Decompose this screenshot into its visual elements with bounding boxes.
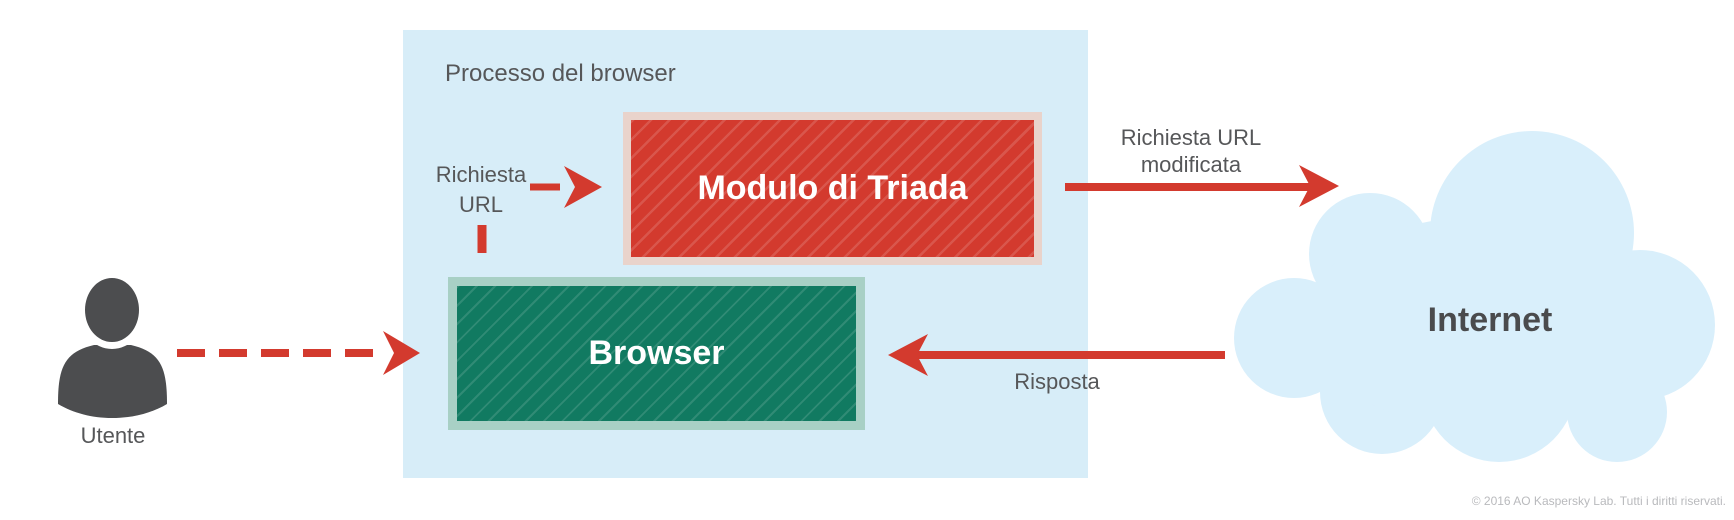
modified-request-label-line2: modificata [1140,152,1242,177]
user-to-browser-arrow [177,331,420,375]
request-url-label-line2: URL [458,192,503,217]
modified-request-label: Richiesta URL modificata [1041,124,1341,178]
browser-box: Browser [448,277,865,430]
request-url-label: Richiesta URL [381,160,581,220]
browser-label: Browser [588,334,725,372]
triada-module-box: Modulo di Triada [623,112,1042,265]
internet-cloud-icon [1234,131,1715,462]
user-icon [58,271,167,418]
internet-label: Internet [1427,301,1553,339]
copyright-text: © 2016 AO Kaspersky Lab. Tutti i diritti… [1471,494,1726,508]
panel-title: Processo del browser [445,60,676,87]
response-label: Risposta [1014,369,1100,394]
request-url-label-line1: Richiesta [435,162,527,187]
triada-module-label: Modulo di Triada [697,169,968,207]
modified-request-label-line1: Richiesta URL [1120,125,1262,150]
user-label: Utente [80,423,146,448]
